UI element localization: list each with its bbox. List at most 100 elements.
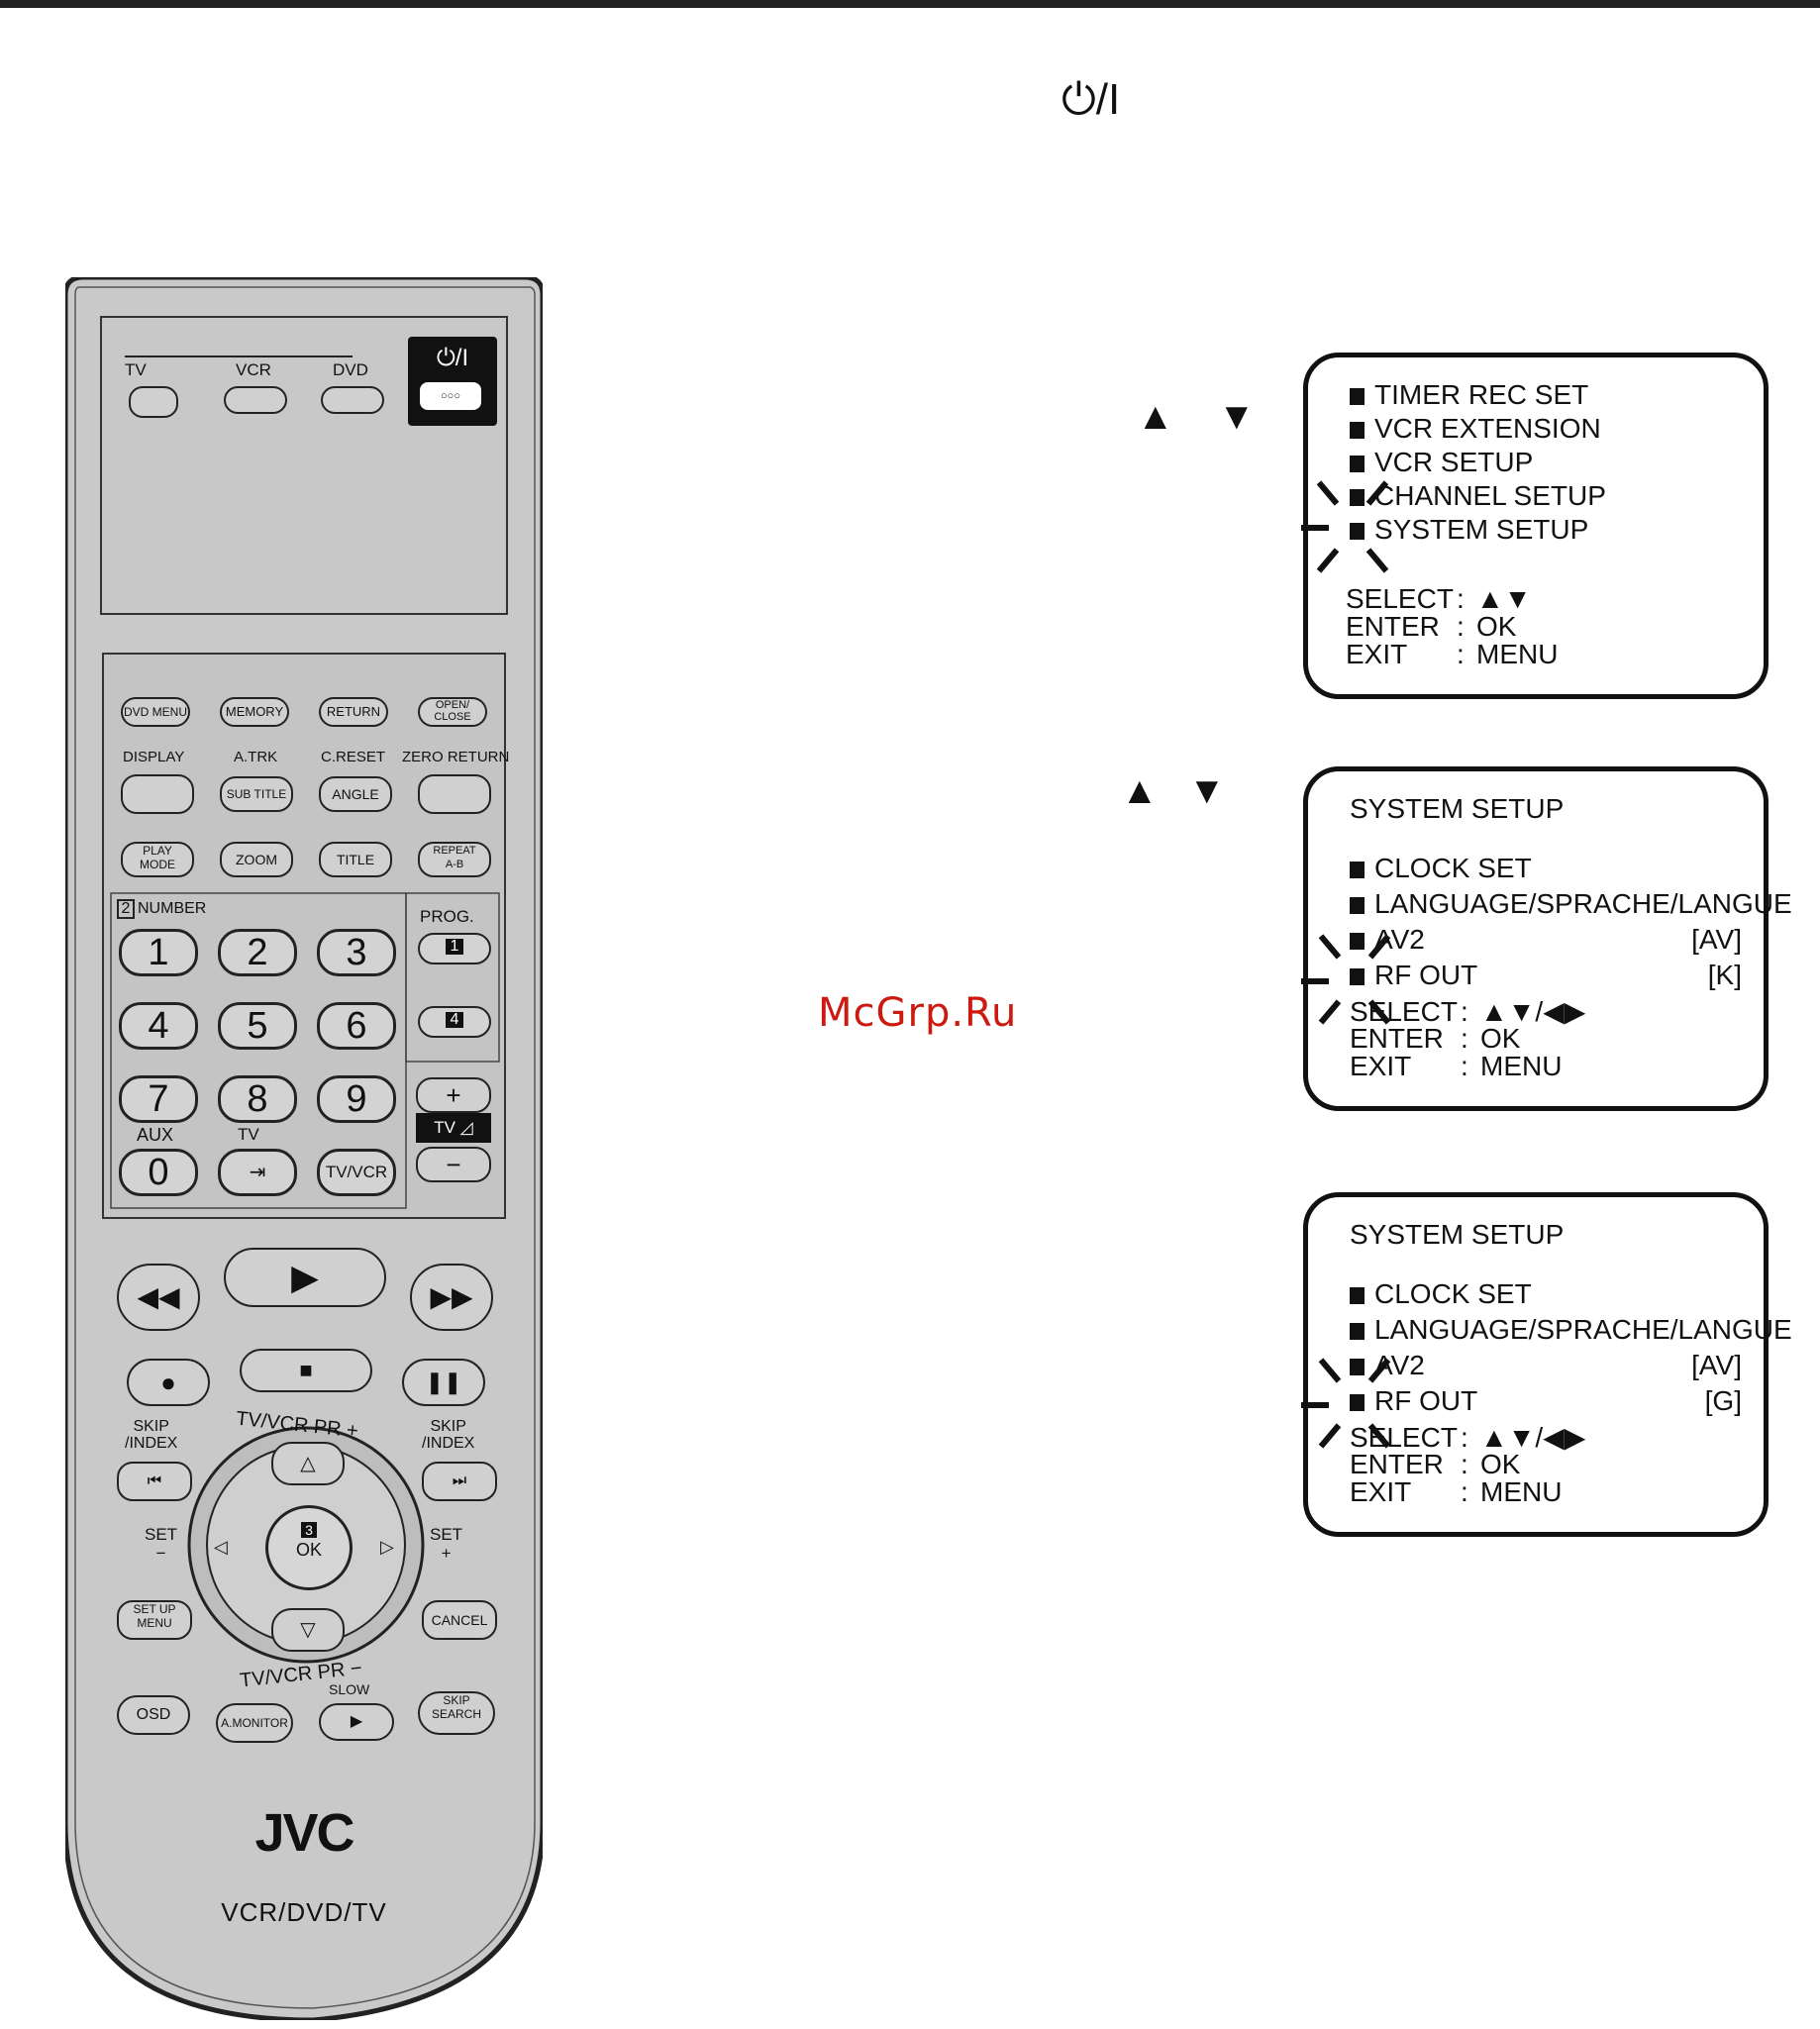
menu-title: SYSTEM SETUP [1350,793,1565,824]
bullet-icon [1350,523,1365,541]
right-arrow-icon[interactable]: ▷ [380,1537,394,1557]
bullet-icon [1350,1287,1365,1305]
digit-9-button[interactable]: 9 [317,1075,396,1123]
bullet-icon [1350,897,1365,915]
dvd-menu-button[interactable]: DVD MENU [121,697,190,727]
rewind-button[interactable]: ◀◀ [117,1264,200,1331]
down-arrow-icon: ▼ [1188,770,1226,812]
power-dots-icon: ○○○ [420,382,481,410]
digit-3-button[interactable]: 3 [317,929,396,976]
menu-item-selected: RF OUT [1374,960,1478,990]
bullet-icon [1350,1323,1365,1341]
display-button[interactable] [121,774,194,814]
ok-badge: 3 [301,1522,317,1538]
enter-label: ENTER [1350,1449,1444,1479]
skip-index-label: SKIP /INDEX [125,1418,178,1452]
osd-button[interactable]: OSD [117,1695,190,1735]
zero-return-button[interactable] [418,774,491,814]
digit-7-button[interactable]: 7 [119,1075,198,1123]
setup-menu-button[interactable]: SET UP MENU [117,1600,192,1640]
top-rule [0,0,1820,8]
memory-button[interactable]: MEMORY [220,697,289,727]
digit-8-button[interactable]: 8 [218,1075,297,1123]
menu-value: [AV] [1691,924,1742,955]
exit-key: MENU [1476,639,1559,669]
digit-6-button[interactable]: 6 [317,1002,396,1050]
bullet-icon [1350,933,1365,951]
osd-system-setup-g: SYSTEM SETUP CLOCK SET LANGUAGE/SPRACHE/… [1303,1192,1792,1537]
bullet-icon [1350,388,1365,406]
tvvcr-button[interactable]: TV/VCR [317,1149,396,1196]
prog-1-button[interactable]: 1 [418,933,491,964]
jvc-logo: JVC [254,1803,354,1863]
title-button[interactable]: TITLE [319,842,392,877]
stop-button[interactable]: ■ [240,1349,372,1392]
record-button[interactable]: ● [127,1359,210,1406]
menu-title: SYSTEM SETUP [1350,1219,1565,1250]
bullet-icon [1350,968,1365,986]
number-badge: 2 [117,899,135,919]
prog-4-button[interactable]: 4 [418,1006,491,1038]
pause-button[interactable]: ❚❚ [402,1359,485,1406]
play-mode-button[interactable]: PLAY MODE [121,842,194,877]
zoom-button[interactable]: ZOOM [220,842,293,877]
tv-input-button[interactable]: ⇥ [218,1149,297,1196]
dvd-mode-label: DVD [333,360,368,379]
digit-5-button[interactable]: 5 [218,1002,297,1050]
osd-system-setup-k: SYSTEM SETUP CLOCK SET LANGUAGE/SPRACHE/… [1303,766,1792,1111]
volume-up-button[interactable]: + [416,1077,491,1113]
enter-key: OK [1480,1449,1521,1479]
open-close-button[interactable]: OPEN/ CLOSE [418,697,487,727]
dvd-mode-button[interactable] [321,386,384,414]
enter-label: ENTER [1346,611,1440,642]
tv-mode-switch[interactable] [129,386,178,418]
enter-key: OK [1480,1023,1521,1054]
digit-2-button[interactable]: 2 [218,929,297,976]
left-arrow-icon[interactable]: ◁ [214,1537,228,1557]
ok-button[interactable]: 3 OK [265,1505,353,1590]
display-label: DISPLAY [123,749,185,765]
cancel-button[interactable]: CANCEL [422,1600,497,1640]
slow-button[interactable]: ▶ [319,1703,394,1741]
skip-forward-button[interactable]: ⏭ [422,1462,497,1501]
up-arrow-icon: ▲ [1121,770,1159,812]
menu-item: CLOCK SET [1374,853,1532,883]
atrk-label: A.TRK [234,749,278,765]
model-label: VCR/DVD/TV [221,1897,387,1927]
osd-main-menu: TIMER REC SET VCR EXTENSION VCR SETUP CH… [1303,353,1769,699]
volume-down-button[interactable]: − [416,1147,491,1182]
menu-item: CLOCK SET [1374,1278,1532,1309]
digit-4-button[interactable]: 4 [119,1002,198,1050]
skip-index-label: SKIP /INDEX [422,1418,475,1452]
play-button[interactable]: ▶ [224,1248,386,1307]
skip-search-button[interactable]: SKIP SEARCH [418,1691,495,1735]
return-button[interactable]: RETURN [319,697,388,727]
digit-0-button[interactable]: 0 [119,1149,198,1196]
angle-button[interactable]: ANGLE [319,776,392,812]
repeat-ab-button[interactable]: REPEAT A-B [418,842,491,877]
up-button[interactable]: △ [271,1442,345,1485]
fast-forward-button[interactable]: ▶▶ [410,1264,493,1331]
vcr-mode-button[interactable] [224,386,287,414]
tv-mode-label: TV [125,360,147,379]
slow-label: SLOW [329,1681,370,1697]
amonitor-button[interactable]: A.MONITOR [216,1703,293,1743]
subtitle-button[interactable]: SUB TITLE [220,776,293,812]
power-symbol: ⏻/I [1062,75,1121,124]
down-button[interactable]: ▽ [271,1608,345,1652]
select-label: SELECT [1350,1422,1458,1453]
menu-item: VCR EXTENSION [1374,413,1601,444]
exit-key: MENU [1480,1051,1563,1081]
exit-label: EXIT [1346,639,1408,669]
watermark: McGrp.Ru [818,990,1018,1036]
bullet-icon [1350,422,1365,440]
tv-volume-label: TV ◿ [416,1113,491,1143]
exit-key: MENU [1480,1476,1563,1507]
zero-return-label: ZERO RETURN [402,749,510,765]
menu-item: VCR SETUP [1374,447,1534,477]
enter-key: OK [1476,611,1517,642]
digit-1-button[interactable]: 1 [119,929,198,976]
skip-back-button[interactable]: ⏮ [117,1462,192,1501]
power-button[interactable]: ⏻/I ○○○ [408,337,497,426]
